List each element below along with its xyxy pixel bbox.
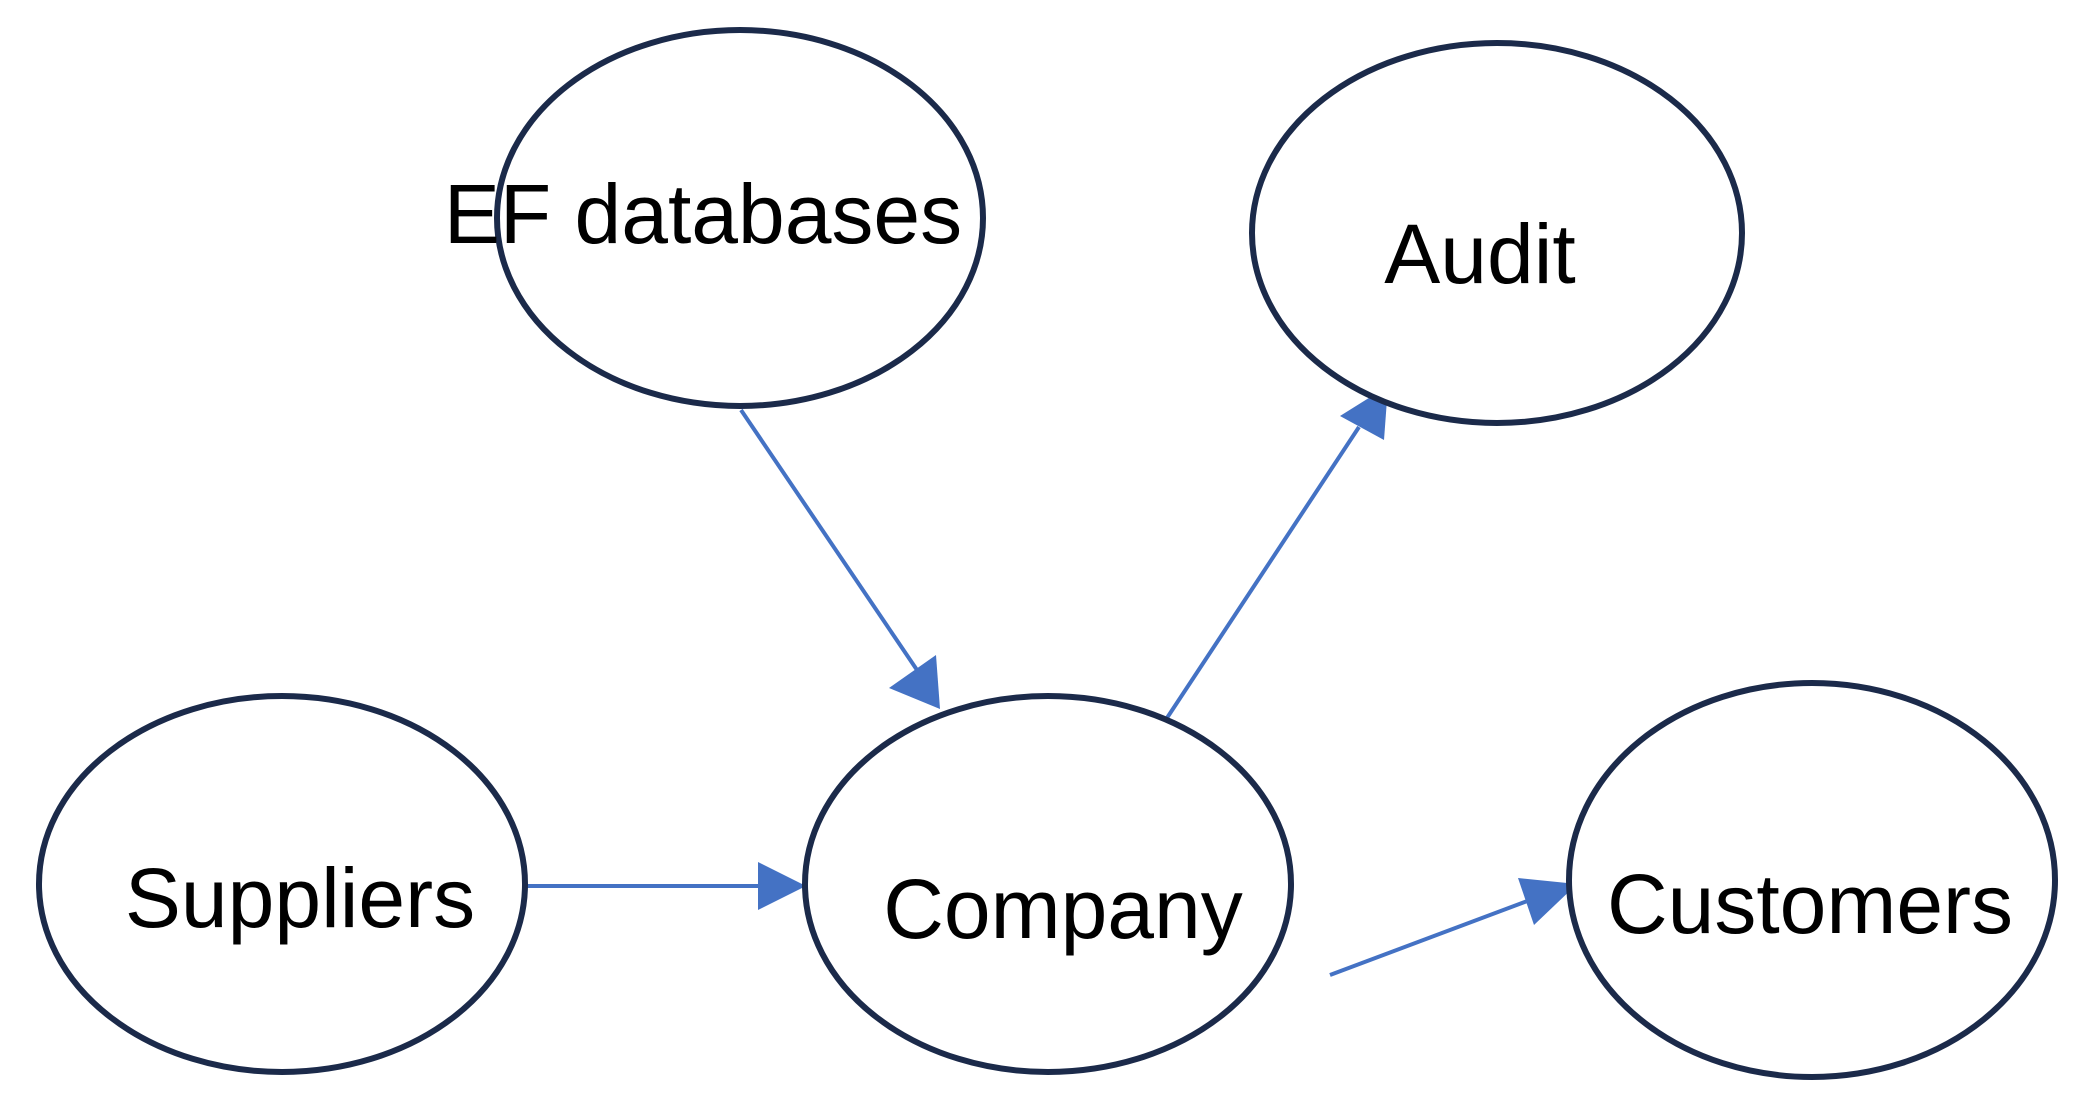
node-ellipse bbox=[802, 693, 1294, 1075]
node-label: Customers bbox=[1607, 857, 2013, 951]
arrowhead bbox=[758, 862, 806, 910]
arrowhead bbox=[1518, 878, 1577, 925]
edge-line bbox=[1329, 898, 1531, 977]
arrowhead bbox=[889, 655, 940, 709]
node-label: EF databases bbox=[444, 167, 962, 261]
node-audit: Audit bbox=[1249, 40, 1745, 426]
node-ellipse bbox=[36, 693, 528, 1075]
edge-suppliers-to-company bbox=[523, 862, 806, 910]
edge-company-to-audit bbox=[1161, 386, 1388, 726]
node-customers: Customers bbox=[1566, 680, 2058, 1080]
edge-company-to-customers bbox=[1329, 878, 1577, 977]
node-ellipse bbox=[494, 27, 986, 409]
node-suppliers: Suppliers bbox=[36, 693, 528, 1075]
edge-line bbox=[739, 408, 919, 672]
node-label: Suppliers bbox=[125, 851, 475, 945]
node-ef-databases: EF databases bbox=[444, 27, 986, 409]
edge-ef-databases-to-company bbox=[739, 408, 940, 709]
node-ellipse bbox=[1249, 40, 1745, 426]
edge-line bbox=[1161, 425, 1361, 726]
node-ellipse bbox=[1566, 680, 2058, 1080]
node-label: Company bbox=[883, 862, 1243, 956]
node-label: Audit bbox=[1384, 207, 1575, 301]
node-company: Company bbox=[802, 693, 1294, 1075]
